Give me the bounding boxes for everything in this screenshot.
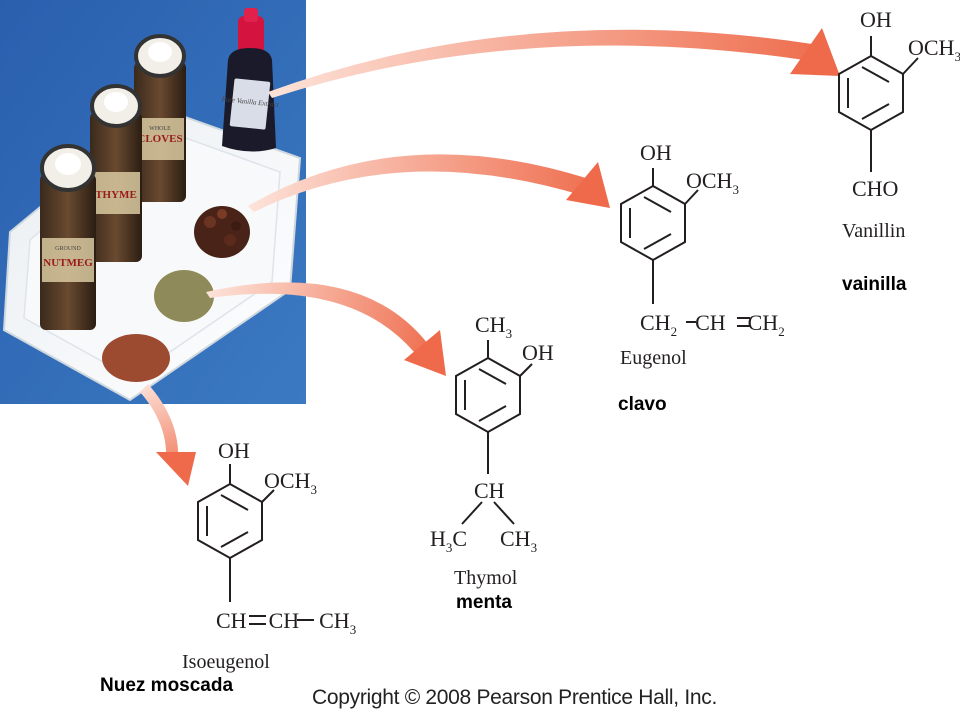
isoeugenol-name: Isoeugenol	[182, 651, 270, 673]
arrow-to-vanillin	[268, 29, 812, 98]
vanillin-structure	[838, 36, 919, 172]
spice-photo: Pure Vanilla Extract CLOVES WHOLE THYME …	[0, 0, 306, 404]
vanillin-oh: OH	[860, 7, 892, 32]
label-clavo: clavo	[618, 394, 667, 415]
nutmeg-pile	[102, 334, 170, 382]
nutmeg-jar-label: NUTMEG	[43, 257, 93, 269]
thyme-pile	[154, 270, 214, 322]
thymol-structure	[455, 340, 533, 525]
arrow-to-eugenol	[248, 154, 592, 212]
label-vainilla: vainilla	[842, 274, 907, 295]
arrow-to-thymol-head	[404, 330, 446, 376]
eugenol-oh: OH	[640, 140, 672, 165]
isoeugenol-oh: OH	[218, 438, 250, 463]
eugenol-och3: OCH3	[686, 168, 739, 197]
thymol-oh: OH	[522, 340, 554, 365]
arrow-to-isoeugenol	[140, 384, 179, 460]
vanillin-name: Vanillin	[842, 220, 905, 242]
vanillin-cho: CHO	[852, 176, 898, 201]
eugenol-structure	[620, 168, 750, 327]
thymol-ch3: CH3	[475, 312, 512, 341]
label-nuez-moscada: Nuez moscada	[100, 675, 234, 696]
thymol-h3c: H3C	[430, 526, 467, 555]
cloves-jar-label: CLOVES	[137, 133, 182, 145]
vanilla-bottle: Pure Vanilla Extract	[220, 8, 280, 152]
svg-text:GROUND: GROUND	[55, 246, 81, 252]
label-menta: menta	[456, 592, 512, 613]
arrow-to-vanillin-head	[790, 28, 840, 76]
arrow-to-isoeugenol-head	[156, 452, 196, 486]
eugenol-name: Eugenol	[620, 347, 687, 369]
isoeugenol-och3: OCH3	[264, 468, 317, 497]
vanillin-och3: OCH3	[908, 35, 960, 64]
copyright-notice: Copyright © 2008 Pearson Prentice Hall, …	[312, 686, 717, 709]
thyme-jar: THYME	[90, 84, 142, 262]
thymol-ch: CH	[474, 478, 505, 503]
isoeugenol-structure	[197, 464, 314, 625]
cloves-jar: CLOVES WHOLE	[134, 34, 186, 202]
arrow-to-thymol	[206, 282, 428, 352]
spice-photo-illustration: Pure Vanilla Extract CLOVES WHOLE THYME …	[0, 0, 306, 404]
cloves-pile	[194, 206, 250, 258]
thymol-name: Thymol	[454, 567, 518, 589]
thymol-ch3b: CH3	[500, 526, 537, 555]
arrow-to-eugenol-head	[566, 162, 610, 208]
thyme-jar-label: THYME	[95, 189, 137, 201]
svg-text:WHOLE: WHOLE	[149, 126, 171, 132]
nutmeg-jar: GROUND NUTMEG	[40, 144, 96, 330]
